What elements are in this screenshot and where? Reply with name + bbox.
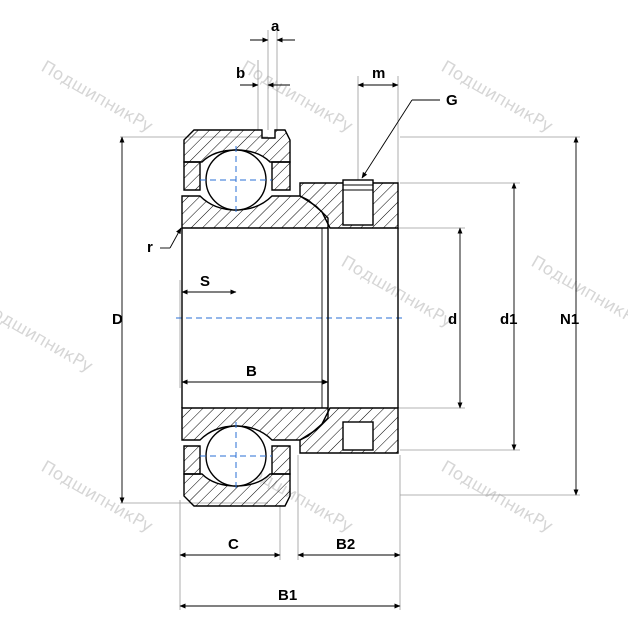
label-d1: d1 bbox=[500, 311, 518, 328]
watermark-layer: ПодшипникРу ПодшипникРу ПодшипникРу Подш… bbox=[0, 57, 628, 537]
label-C: C bbox=[228, 536, 239, 553]
label-m: m bbox=[372, 65, 385, 82]
label-S: S bbox=[200, 273, 210, 290]
ball-bottom bbox=[200, 422, 272, 490]
outer-ring-top bbox=[183, 129, 291, 191]
watermark-1: ПодшипникРу bbox=[38, 57, 157, 137]
label-r: r bbox=[147, 239, 153, 256]
label-b: b bbox=[236, 65, 245, 82]
label-B2: B2 bbox=[336, 536, 355, 553]
locking-collar-bottom bbox=[299, 407, 399, 454]
watermark-4: ПодшипникРу bbox=[0, 297, 96, 377]
label-d: d bbox=[448, 311, 457, 328]
label-a: a bbox=[271, 18, 280, 35]
locking-collar-top bbox=[299, 179, 399, 229]
ball-top bbox=[200, 146, 272, 214]
dimension-lines bbox=[119, 37, 579, 609]
watermark-5: ПодшипникРу bbox=[338, 252, 457, 332]
label-D: D bbox=[112, 311, 123, 328]
label-N1: N1 bbox=[560, 311, 579, 328]
watermark-2: ПодшипникРу bbox=[238, 57, 357, 137]
dimension-labels: a b m G r S D d d1 N1 B C B2 B1 bbox=[112, 18, 579, 604]
watermark-7: ПодшипникРу bbox=[38, 457, 157, 537]
label-B1: B1 bbox=[278, 587, 297, 604]
label-B: B bbox=[246, 363, 257, 380]
label-G: G bbox=[446, 92, 458, 109]
bore-outline bbox=[181, 228, 399, 408]
watermark-9: ПодшипникРу bbox=[438, 457, 557, 537]
